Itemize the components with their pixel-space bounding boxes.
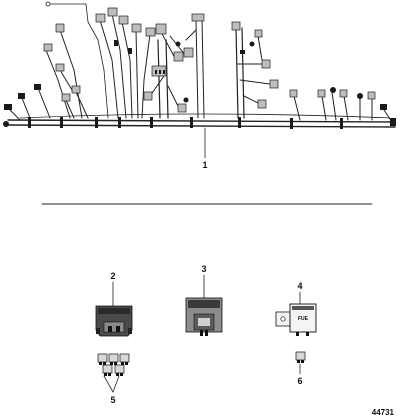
callout-3: 3 (201, 264, 206, 274)
callout-1: 1 (202, 160, 207, 170)
callout-4: 4 (297, 281, 302, 291)
fuse-block (185, 297, 223, 336)
fuel-relay: FUE (275, 303, 317, 336)
single-fuse (295, 351, 306, 363)
figure-number: 44731 (372, 408, 395, 417)
wiring-harness (3, 1, 396, 129)
callout-6: 6 (297, 376, 302, 386)
leader-line-5a (103, 375, 114, 393)
relay-block (95, 305, 133, 337)
callout-5: 5 (110, 395, 115, 405)
leader-line-5b (112, 375, 120, 393)
fuse-set (97, 353, 130, 376)
relay-label: FUE (298, 316, 309, 322)
callout-2: 2 (110, 271, 115, 281)
